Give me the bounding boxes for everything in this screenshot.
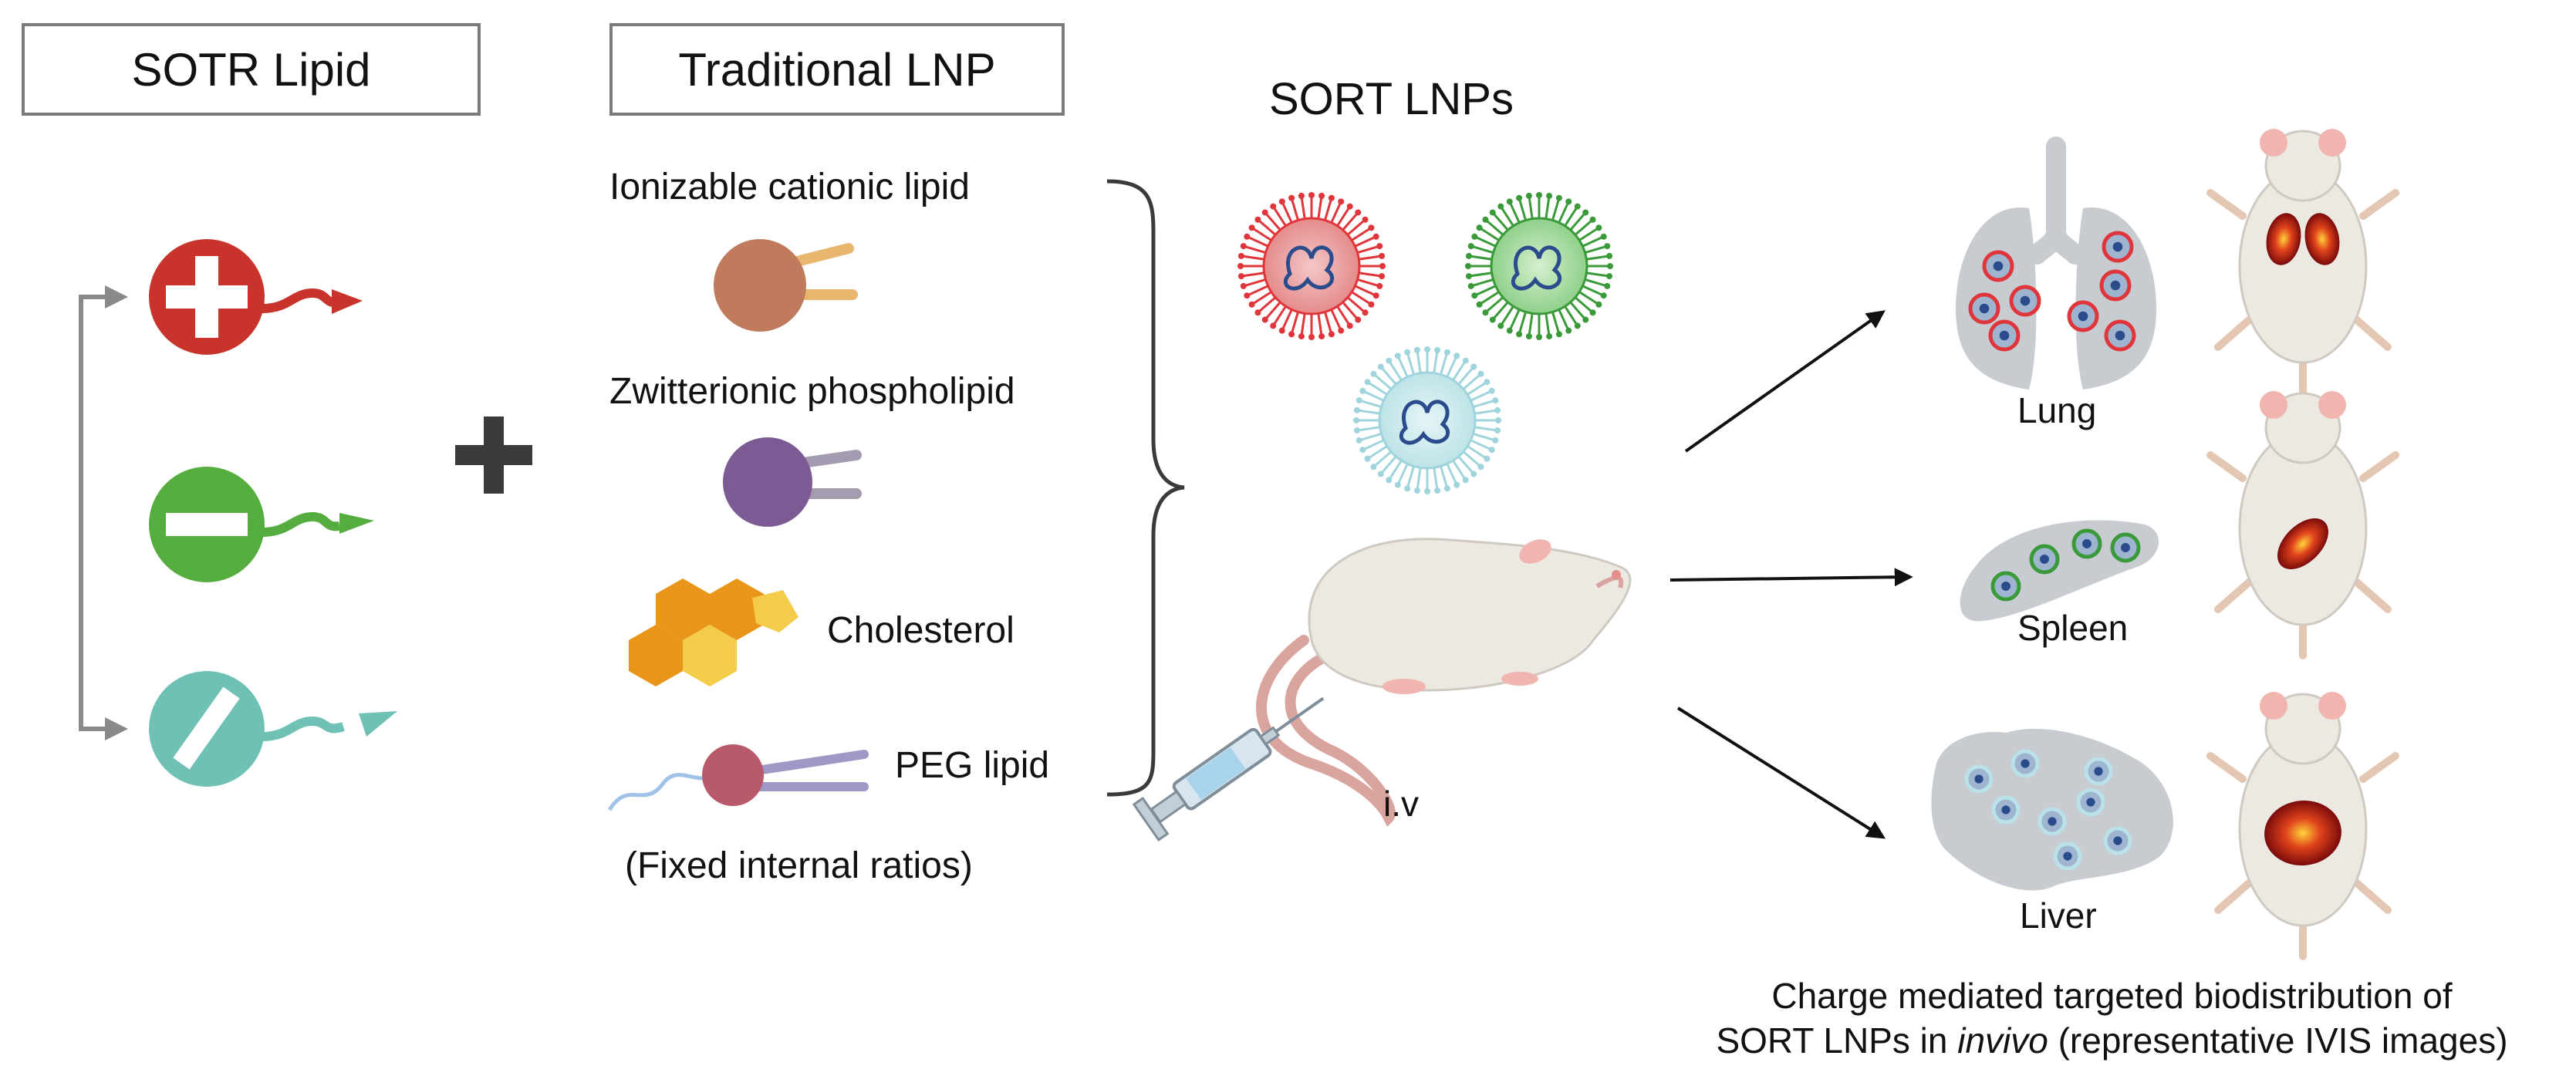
route-label: i.v: [1383, 784, 1419, 824]
lnp-teal-corona: [1353, 346, 1501, 494]
caption-line-2: SORT LNPs in invivo (representative IVIS…: [1716, 1020, 2508, 1061]
lnp-red-rna-cargo: [1283, 245, 1335, 291]
lung-lnp-accumulation: [1968, 231, 2136, 352]
traditional-lnp-header: Traditional LNP: [609, 23, 1065, 116]
peg-lipid-label: PEG lipid: [895, 745, 1050, 786]
lnp-teal-rna-cargo: [1399, 400, 1450, 445]
arrow-to-liver: [1676, 707, 1886, 839]
ivis-signal: [2304, 213, 2340, 265]
liver-lnp-accumulation: [1964, 749, 2132, 871]
lnp-green-corona: [1465, 192, 1613, 340]
caption-line-1: Charge mediated targeted biodistribution…: [1771, 976, 2453, 1016]
syringe-icon: [1132, 696, 1325, 841]
lnp-green-rna-cargo: [1511, 245, 1562, 291]
spleen-label: Spleen: [2017, 608, 2129, 648]
sort-lnp-positive: [1237, 192, 1386, 340]
ivis-image-spleen: [2206, 391, 2399, 659]
fixed-ratio-note: (Fixed internal ratios): [625, 845, 973, 886]
ivis-signal: [2277, 518, 2328, 569]
spleen-lnp-accumulation: [1990, 528, 2141, 602]
lung-label: Lung: [2017, 390, 2097, 430]
sort-lnp-neutral: [1353, 346, 1501, 494]
mouse-illustration: [1256, 538, 1632, 827]
sort-lnps-title: SORT LNPs: [1269, 74, 1514, 124]
cholesterol-icon: [629, 578, 798, 686]
plus-icon: [455, 417, 532, 494]
ivis-signal: [2266, 213, 2301, 265]
zwitterionic-lipid-label: Zwitterionic phospholipid: [609, 371, 1015, 412]
ivis-image-lung: [2206, 129, 2399, 397]
neutral-charged-lipid: [149, 671, 397, 787]
negative-charged-lipid: [149, 467, 374, 582]
arrow-to-spleen: [1670, 568, 1913, 587]
biodistribution-caption: Charge mediated targeted biodistribution…: [1659, 973, 2565, 1063]
zwitterionic-lipid-icon: [723, 437, 862, 527]
component-brace: [1106, 179, 1185, 797]
lnp-green-core: [1490, 217, 1588, 315]
positive-charged-lipid: [149, 239, 363, 355]
cholesterol-label: Cholesterol: [827, 610, 1015, 651]
liver-label: Liver: [2020, 895, 2097, 936]
ivis-mouse-body: [2206, 129, 2399, 397]
sort-lipid-bracket: [79, 285, 128, 740]
ionizable-lipid-label: Ionizable cationic lipid: [609, 167, 970, 207]
sort-lnp-negative: [1465, 192, 1613, 340]
ivis-signal: [2264, 800, 2341, 866]
arrow-to-lung: [1684, 310, 1886, 453]
ionizable-lipid-icon: [714, 239, 858, 332]
lnp-red-corona: [1237, 192, 1386, 340]
ivis-image-liver: [2206, 692, 2399, 960]
lnp-teal-core: [1378, 371, 1477, 470]
peg-lipid-icon: [607, 744, 869, 811]
sort-lipid-header: SOTR Lipid: [22, 23, 481, 116]
lnp-red-core: [1262, 217, 1361, 315]
